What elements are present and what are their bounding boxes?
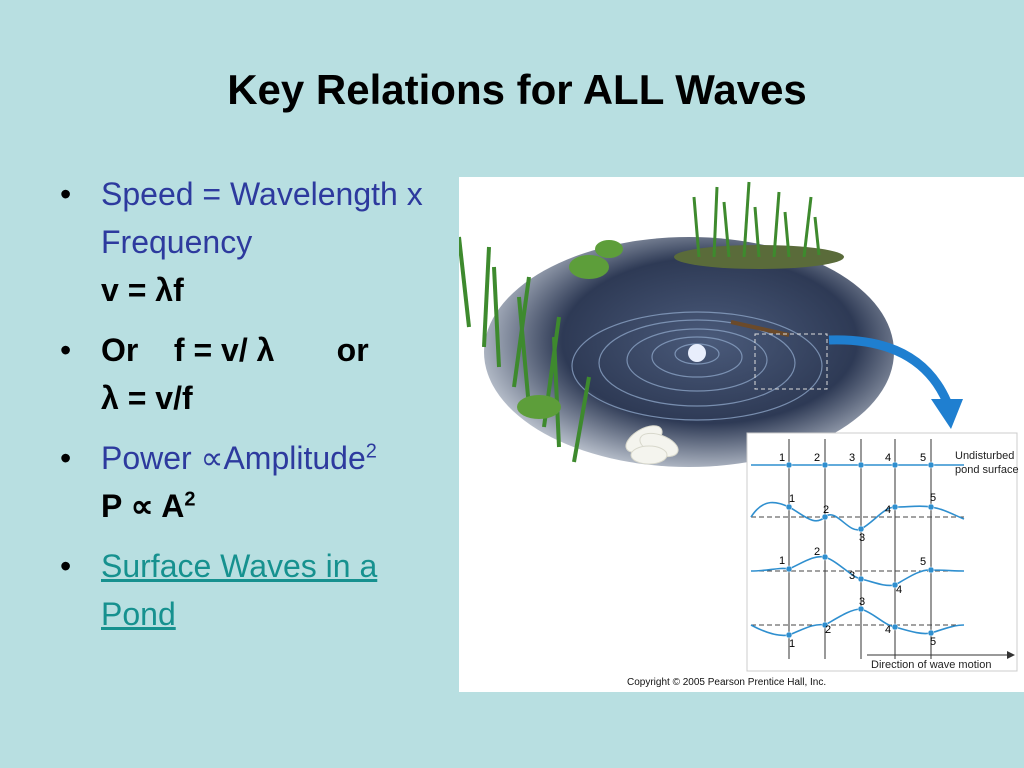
- power-sup: 2: [365, 440, 377, 463]
- undisturbed-label-2: pond surface: [955, 464, 1019, 476]
- zoom-box: [754, 333, 828, 390]
- undisturbed-label-1: Undisturbed: [955, 450, 1014, 462]
- svg-text:3: 3: [859, 532, 865, 544]
- svg-text:2: 2: [814, 546, 820, 558]
- or-label-1: Or: [101, 332, 139, 368]
- speed-formula: v = λf: [101, 272, 184, 308]
- svg-text:5: 5: [920, 452, 926, 464]
- bullet-dot: •: [60, 176, 72, 212]
- bullet-power: • Power ∝Amplitude2 P ∝ A2: [60, 434, 460, 530]
- svg-text:1: 1: [779, 555, 785, 567]
- bullet-list: • Speed = Wavelength x Frequency v = λf …: [60, 170, 460, 650]
- svg-text:3: 3: [849, 452, 855, 464]
- splash: [688, 344, 706, 362]
- bullet-dot: •: [60, 332, 72, 368]
- svg-text:5: 5: [920, 556, 926, 568]
- bullet-dot: •: [60, 548, 72, 584]
- svg-text:5: 5: [930, 492, 936, 504]
- grass-island: [674, 181, 844, 269]
- frequency-formula: f = v/ λ: [173, 332, 275, 368]
- wave-diagram: 1 2 3 4 5 1 2 3 4 5 1 2 3 4 5 1 2 3 4 5 Undisturbed pond…: [746, 432, 1019, 672]
- svg-text:2: 2: [823, 504, 829, 516]
- wavelength-formula: λ = v/f: [101, 380, 193, 416]
- svg-text:3: 3: [849, 570, 855, 582]
- bullet-speed: • Speed = Wavelength x Frequency v = λf: [60, 170, 460, 314]
- svg-text:5: 5: [930, 636, 936, 648]
- bullet-link: • Surface Waves in a Pond: [60, 542, 460, 638]
- svg-text:3: 3: [859, 596, 865, 608]
- svg-text:4: 4: [885, 504, 891, 516]
- pond-wave-figure: 1 2 3 4 5 1 2 3 4 5 1 2 3 4 5 1 2 3 4 5 Undisturbed pond…: [459, 177, 1024, 692]
- direction-label: Direction of wave motion: [871, 659, 991, 671]
- svg-text:2: 2: [814, 452, 820, 464]
- svg-text:4: 4: [885, 624, 891, 636]
- curved-arrow: [828, 335, 952, 404]
- white-flower: [625, 425, 679, 465]
- power-text: Power ∝Amplitude: [101, 440, 366, 476]
- left-bank-plants: [459, 236, 591, 463]
- floating-stick: [730, 320, 790, 337]
- svg-text:4: 4: [896, 584, 902, 596]
- svg-text:4: 4: [885, 452, 891, 464]
- bullet-dot: •: [60, 440, 72, 476]
- power-formula: P ∝ A: [101, 488, 185, 524]
- svg-text:1: 1: [789, 638, 795, 650]
- lily-leaves: [517, 240, 623, 419]
- power-formula-sup: 2: [184, 488, 196, 511]
- ripples: [571, 311, 823, 421]
- svg-text:2: 2: [825, 624, 831, 636]
- pond-wave-illustration: 1 2 3 4 5 1 2 3 4 5 1 2 3 4 5 1 2 3 4 5 Undisturbed pond…: [459, 181, 1019, 688]
- svg-text:1: 1: [789, 493, 795, 505]
- surface-waves-link[interactable]: Surface Waves in a Pond: [101, 548, 378, 632]
- bullet-or: • Or f = v/ λ or λ = v/f: [60, 326, 460, 422]
- speed-text: Speed = Wavelength x Frequency: [101, 176, 423, 260]
- slide-title: Key Relations for ALL Waves: [227, 66, 807, 113]
- svg-text:1: 1: [779, 452, 785, 464]
- curved-arrow-head: [931, 399, 963, 429]
- copyright-text: Copyright © 2005 Pearson Prentice Hall, …: [627, 677, 826, 688]
- or-label-2: or: [336, 332, 369, 368]
